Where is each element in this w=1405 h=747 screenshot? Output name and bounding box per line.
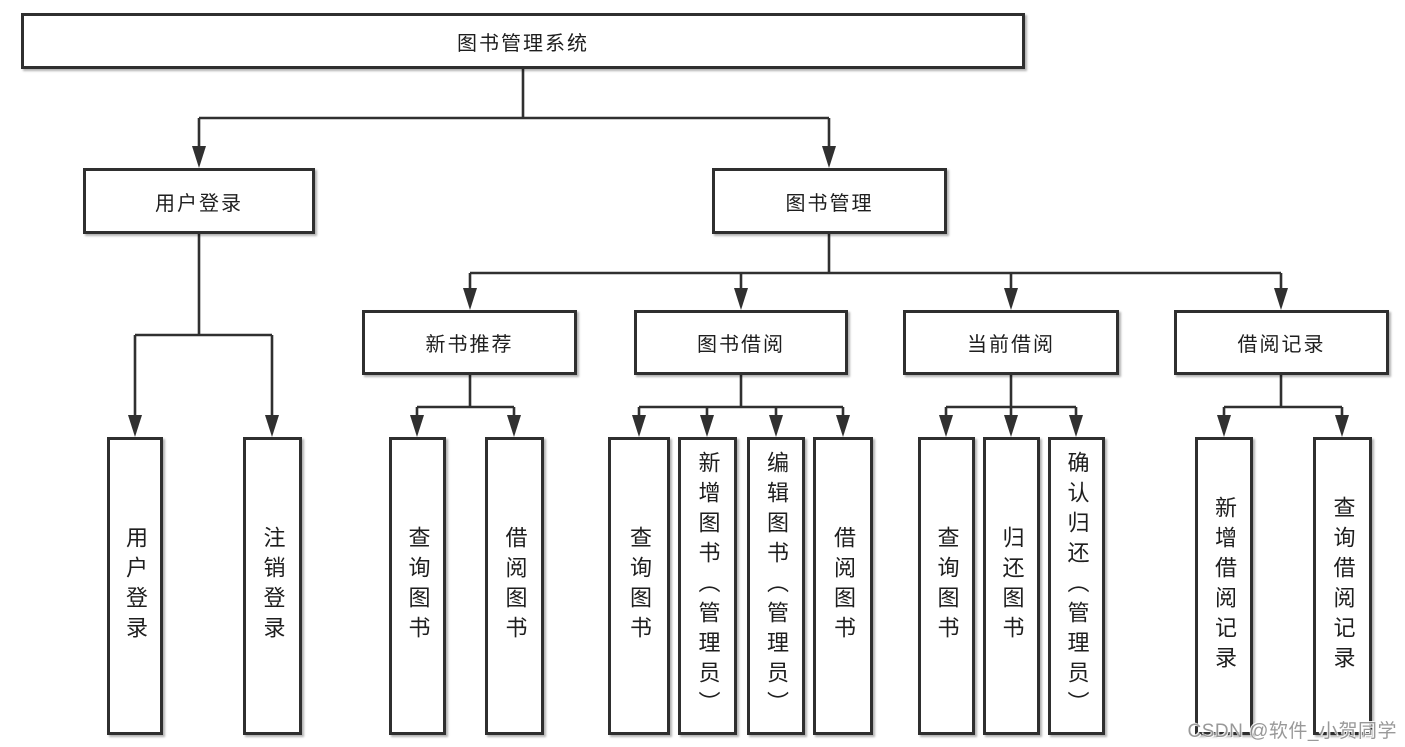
watermark: CSDN @软件_小贺同学 bbox=[1187, 721, 1397, 742]
node-label: 用户登录 bbox=[123, 526, 148, 646]
arrowhead-icon bbox=[734, 288, 748, 310]
node-label: 查询图书 bbox=[627, 526, 652, 646]
arrowhead-icon bbox=[128, 415, 142, 437]
node-cb-confirm: 确认归还（管理员） bbox=[1048, 437, 1105, 735]
arrowhead-icon bbox=[1274, 288, 1288, 310]
node-label: 新书推荐 bbox=[425, 334, 514, 356]
node-bb-query: 查询图书 bbox=[608, 437, 670, 735]
node-rec-query: 查询图书 bbox=[389, 437, 446, 735]
node-bb-edit: 编辑图书（管理员） bbox=[747, 437, 805, 735]
node-label: 注销登录 bbox=[260, 526, 286, 646]
node-bb-add: 新增图书（管理员） bbox=[678, 437, 737, 735]
node-label: 借阅记录 bbox=[1237, 334, 1326, 356]
arrowhead-icon bbox=[463, 288, 477, 310]
node-root: 图书管理系统 bbox=[21, 13, 1025, 69]
node-login-leaf: 用户登录 bbox=[107, 437, 163, 735]
node-new-book-rec: 新书推荐 bbox=[362, 310, 577, 375]
arrowhead-icon bbox=[507, 415, 521, 437]
node-user-login: 用户登录 bbox=[83, 168, 315, 234]
node-label: 当前借阅 bbox=[967, 334, 1055, 356]
node-cb-return: 归还图书 bbox=[983, 437, 1040, 735]
arrowhead-icon bbox=[410, 415, 424, 437]
node-label: 图书管理 bbox=[785, 192, 874, 215]
arrowhead-icon bbox=[769, 415, 783, 437]
node-rec-borrow: 借阅图书 bbox=[485, 437, 544, 735]
node-label: 确认归还（管理员） bbox=[1064, 451, 1090, 721]
arrowhead-icon bbox=[836, 415, 850, 437]
arrowhead-icon bbox=[1069, 415, 1083, 437]
node-book-borrow: 图书借阅 bbox=[634, 310, 848, 375]
node-borrow-records: 借阅记录 bbox=[1174, 310, 1389, 375]
node-logout-leaf: 注销登录 bbox=[243, 437, 302, 735]
node-label: 查询图书 bbox=[405, 526, 431, 646]
node-cb-query: 查询图书 bbox=[918, 437, 975, 735]
arrowhead-icon bbox=[939, 415, 953, 437]
node-label: 编辑图书（管理员） bbox=[764, 451, 789, 721]
arrowhead-icon bbox=[822, 146, 836, 168]
node-label: 查询借阅记录 bbox=[1330, 496, 1356, 676]
arrowhead-icon bbox=[1217, 415, 1231, 437]
arrowhead-icon bbox=[632, 415, 646, 437]
node-label: 图书借阅 bbox=[697, 334, 785, 356]
node-label: 新增借阅记录 bbox=[1212, 496, 1237, 676]
node-label: 新增图书（管理员） bbox=[695, 451, 721, 721]
node-label: 图书管理系统 bbox=[457, 32, 589, 55]
node-book-mgmt: 图书管理 bbox=[712, 168, 947, 234]
arrowhead-icon bbox=[700, 415, 714, 437]
node-label: 借阅图书 bbox=[831, 526, 856, 646]
node-bb-borrow: 借阅图书 bbox=[813, 437, 873, 735]
arrowhead-icon bbox=[1004, 415, 1018, 437]
arrowhead-icon bbox=[1004, 288, 1018, 310]
node-br-query: 查询借阅记录 bbox=[1313, 437, 1372, 735]
node-label: 用户登录 bbox=[155, 192, 243, 215]
arrowhead-icon bbox=[265, 415, 279, 437]
arrowhead-icon bbox=[192, 146, 206, 168]
node-label: 查询图书 bbox=[934, 526, 960, 646]
node-label: 借阅图书 bbox=[502, 526, 528, 646]
arrowhead-icon bbox=[1335, 415, 1349, 437]
node-label: 归还图书 bbox=[999, 526, 1025, 646]
node-current-borrow: 当前借阅 bbox=[903, 310, 1119, 375]
node-br-add: 新增借阅记录 bbox=[1195, 437, 1253, 735]
